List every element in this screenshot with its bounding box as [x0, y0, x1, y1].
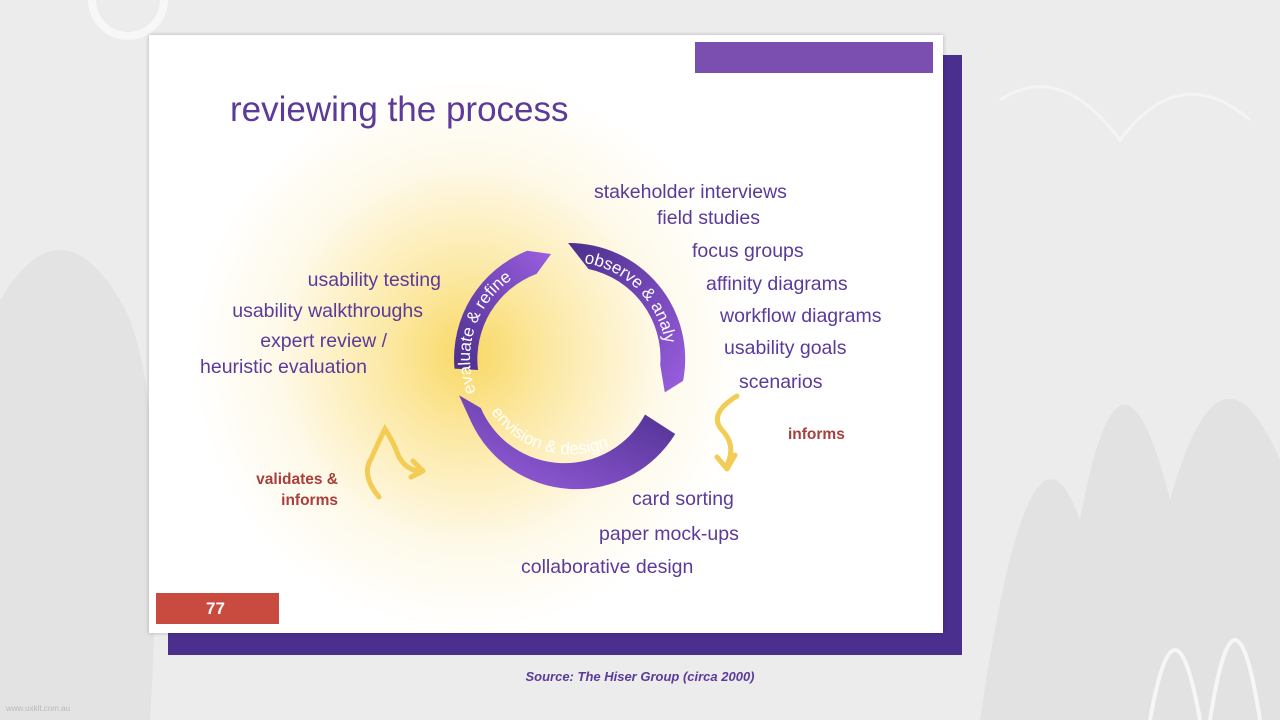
- method-usability-testing: usability testing: [307, 269, 441, 291]
- informs-note: informs: [788, 426, 845, 443]
- source-caption: Source: The Hiser Group (circa 2000): [525, 669, 755, 684]
- method-workflow-diagrams: workflow diagrams: [720, 305, 882, 327]
- phase-label-evaluate: evaluate & refine: [455, 267, 515, 397]
- method-stakeholder-interviews: stakeholder interviews: [594, 181, 787, 203]
- ring-segment-evaluate: [454, 250, 551, 370]
- method-affinity-diagrams: affinity diagrams: [706, 273, 848, 295]
- right-squiggle-arrow: [714, 393, 740, 472]
- method-usability-goals: usability goals: [724, 337, 847, 359]
- slide: reviewing the process stakeholder interv…: [149, 35, 943, 633]
- header-bar: [695, 42, 933, 73]
- validates-note-line2: informs: [281, 492, 338, 509]
- method-field-studies: field studies: [657, 207, 760, 229]
- method-scenarios: scenarios: [739, 371, 823, 393]
- method-usability-walkthroughs: usability walkthroughs: [232, 300, 423, 322]
- validates-note-line1: validates &: [256, 471, 338, 488]
- page-number: 77: [206, 599, 225, 618]
- ring-segment-observe: [568, 242, 686, 393]
- method-collaborative-design: collaborative design: [521, 556, 694, 578]
- left-squiggle-arrow: [364, 424, 426, 500]
- process-cycle: observe & analyse envision & design eval…: [414, 194, 686, 490]
- ring-segment-envision: [459, 395, 676, 490]
- method-card-sorting: card sorting: [632, 488, 734, 510]
- watermark-text: www.uxkit.com.au: [6, 704, 71, 713]
- method-heuristic-evaluation: heuristic evaluation: [200, 356, 367, 378]
- method-expert-review: expert review /: [260, 330, 387, 352]
- slide-title: reviewing the process: [230, 90, 569, 129]
- method-paper-mockups: paper mock-ups: [599, 523, 739, 545]
- method-focus-groups: focus groups: [692, 240, 804, 262]
- page-number-badge: 77: [156, 593, 279, 624]
